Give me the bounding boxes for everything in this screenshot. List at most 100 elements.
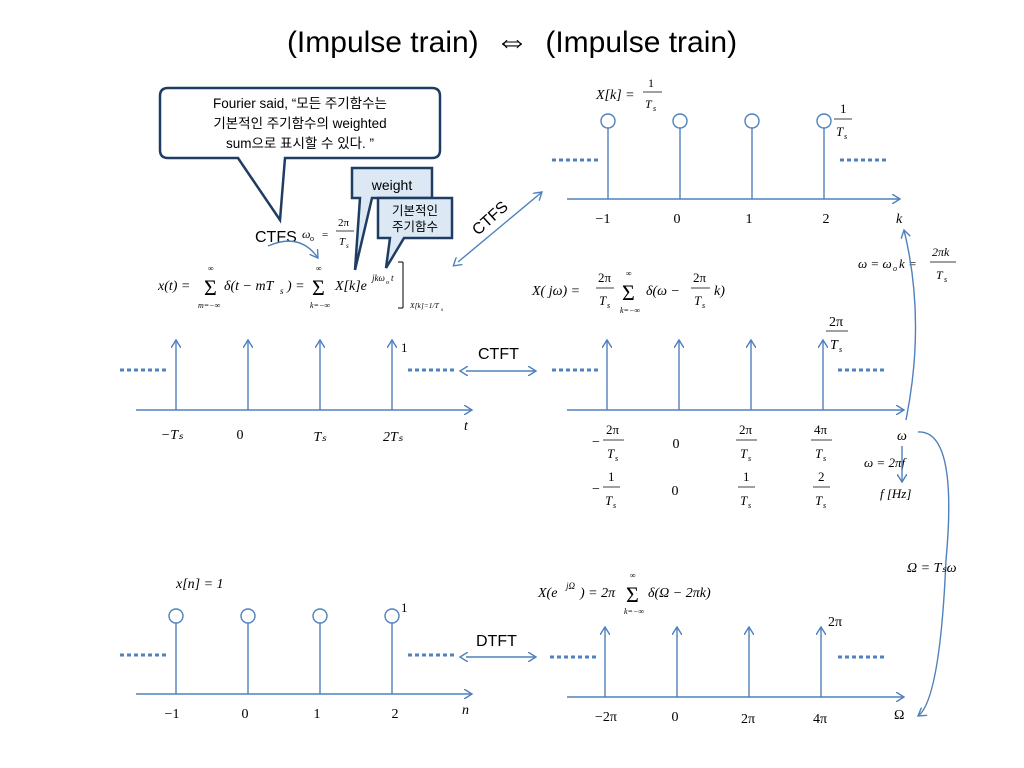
f-tick-3: 2 T s xyxy=(813,469,830,510)
svg-text:s: s xyxy=(839,345,842,354)
svg-text:s: s xyxy=(702,301,705,310)
svg-text:∞: ∞ xyxy=(630,571,636,580)
svg-text:X[k]e: X[k]e xyxy=(334,279,367,294)
svg-text:∞: ∞ xyxy=(316,264,322,273)
svg-text:Σ: Σ xyxy=(204,275,217,300)
xt-tick-2: Tₛ xyxy=(313,430,327,445)
xn-stems xyxy=(168,608,400,694)
xn-height-label: 1 xyxy=(401,600,408,615)
weight-label: weight xyxy=(371,177,413,193)
svg-text:s: s xyxy=(613,501,616,510)
svg-text:4π: 4π xyxy=(814,422,828,437)
Omega-tick-1: 0 xyxy=(672,710,679,725)
svg-text:1: 1 xyxy=(608,469,615,484)
fourier-callout-line1: Fourier said, “모든 주기함수는 xyxy=(213,96,387,111)
f-axis-label: f [Hz] xyxy=(880,486,911,501)
n-tick-3: 2 xyxy=(392,707,399,722)
svg-text:k=−∞: k=−∞ xyxy=(310,301,330,310)
xt-tick-3: 2Tₛ xyxy=(383,430,404,445)
svg-text:) = 2π: ) = 2π xyxy=(579,586,616,601)
xk-tick-3: 2 xyxy=(823,212,830,227)
fourier-callout-line3: sum으로 표시할 수 있다. ” xyxy=(226,136,374,151)
svg-text:2π: 2π xyxy=(338,217,350,229)
svg-text:s: s xyxy=(346,242,349,250)
n-tick-1: 0 xyxy=(242,707,249,722)
xk-axis-label: k xyxy=(896,212,903,227)
w-tick-3: 4π T s xyxy=(811,422,832,463)
svg-text:T: T xyxy=(815,446,823,461)
svg-text:ω = ω: ω = ω xyxy=(858,256,892,271)
xk-tick-1: 0 xyxy=(674,212,681,227)
svg-text:Σ: Σ xyxy=(626,582,639,607)
svg-text:2π: 2π xyxy=(739,422,753,437)
svg-text:k): k) xyxy=(714,284,725,299)
n-tick-2: 1 xyxy=(314,707,321,722)
svg-text:δ(t − mT: δ(t − mT xyxy=(224,279,275,294)
Omega-tick-2: 2π xyxy=(741,712,755,727)
page-title: (Impulse train) ⇔ (Impulse train) xyxy=(287,22,737,60)
w-to-Omega-arrow xyxy=(918,431,950,716)
svg-text:−: − xyxy=(592,435,600,450)
svg-text:T: T xyxy=(607,446,615,461)
w-tick-1: 0 xyxy=(673,437,680,452)
svg-text:2π: 2π xyxy=(606,422,620,437)
svg-text:s: s xyxy=(944,275,947,284)
fourier-callout xyxy=(158,86,442,224)
w-axis-label: ω xyxy=(897,429,907,444)
xt-impulses xyxy=(176,340,392,410)
svg-text:T: T xyxy=(815,493,823,508)
svg-text:Σ: Σ xyxy=(312,275,325,300)
Omega-tick-3: 4π xyxy=(813,712,827,727)
svg-text:2: 2 xyxy=(818,469,825,484)
svg-text:1: 1 xyxy=(648,76,654,90)
svg-text:s: s xyxy=(844,132,847,141)
n-axis-label: n xyxy=(462,703,469,718)
svg-text:T: T xyxy=(836,124,844,139)
svg-text:k=−∞: k=−∞ xyxy=(620,306,640,315)
svg-text:T: T xyxy=(645,97,653,111)
svg-text:X( jω) =: X( jω) = xyxy=(531,284,580,299)
xn-formula: x[n] = 1 xyxy=(175,577,224,592)
svg-text:s: s xyxy=(748,454,751,463)
svg-text:∞: ∞ xyxy=(626,269,632,278)
xt-height-label: 1 xyxy=(401,340,408,355)
dtft-formula: X(e jΩ ) = 2π Σ ∞ k=−∞ δ(Ω − 2πk) xyxy=(537,571,711,616)
xk-formula: X[k] = 1 T s xyxy=(595,76,662,113)
svg-text:T: T xyxy=(830,338,839,353)
w-tick-0: − 2π T s xyxy=(592,422,624,463)
xt-tick-1: 0 xyxy=(237,428,244,443)
n-tick-0: −1 xyxy=(165,707,180,722)
svg-text:o: o xyxy=(310,234,314,243)
svg-text:1: 1 xyxy=(840,101,847,116)
svg-text:δ(ω −: δ(ω − xyxy=(646,284,680,299)
svg-text:2π: 2π xyxy=(693,270,707,285)
xt-fourier-series-formula: x(t) = Σ ∞ m=−∞ δ(t − mT s ) = Σ ∞ k=−∞ … xyxy=(157,261,443,313)
Omega-relation: Ω = Tₛω xyxy=(907,561,957,576)
svg-text:ω: ω xyxy=(302,227,310,241)
f-tick-0: − 1 T s xyxy=(592,469,620,510)
svg-text:) =: ) = xyxy=(286,279,305,294)
xk-height-label: 1 T s xyxy=(834,101,852,141)
xjw-height-label: 2π T s xyxy=(826,315,848,354)
svg-text:X(e: X(e xyxy=(537,586,557,601)
f-tick-1: 0 xyxy=(672,484,679,499)
xjw-impulses xyxy=(607,340,823,410)
svg-text:x(t) =: x(t) = xyxy=(157,279,190,294)
svg-text:X[k] =: X[k] = xyxy=(595,88,635,103)
svg-text:jΩ: jΩ xyxy=(565,581,576,591)
svg-text:∞: ∞ xyxy=(208,264,214,273)
svg-text:o: o xyxy=(386,280,389,286)
svg-text:2π: 2π xyxy=(829,315,843,330)
basis-callout xyxy=(376,196,454,269)
w-to-k-formula: ω = ω o k = 2πk T s xyxy=(858,245,956,284)
svg-text:T: T xyxy=(740,446,748,461)
Omega-tick-0: −2π xyxy=(595,710,617,725)
xjw-formula: X( jω) = 2π T s Σ ∞ k=−∞ δ(ω − 2π T s k) xyxy=(531,269,725,315)
svg-text:s: s xyxy=(653,104,656,113)
w-tick-2: 2π T s xyxy=(736,422,757,463)
xk-tick-0: −1 xyxy=(596,212,611,227)
svg-text:k=−∞: k=−∞ xyxy=(624,607,644,616)
svg-text:−: − xyxy=(592,482,600,497)
svg-text:k =: k = xyxy=(899,256,917,271)
